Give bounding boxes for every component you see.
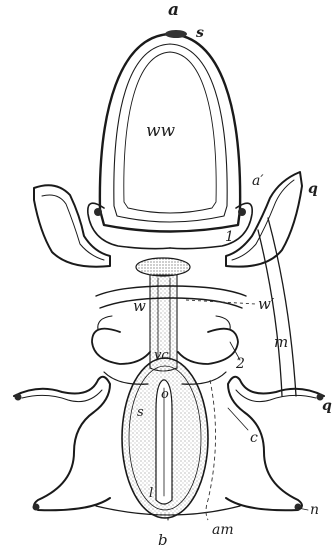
label-a-prime: a′ xyxy=(252,173,264,189)
label-s-inner: s xyxy=(137,405,144,420)
label-w: w xyxy=(133,297,146,315)
label-c: c xyxy=(250,430,258,446)
label-vc: vc xyxy=(154,348,169,363)
lower-stippled-body xyxy=(122,358,216,520)
label-a: a xyxy=(168,0,179,20)
label-w-prime: w′ xyxy=(258,295,275,313)
label-ww: ww xyxy=(146,121,176,141)
label-q-mid: q xyxy=(322,398,332,414)
label-n: n xyxy=(310,502,319,518)
label-2: 2 xyxy=(235,356,245,372)
apex-cap xyxy=(165,30,187,38)
label-1: 1 xyxy=(225,229,234,245)
label-o: o xyxy=(161,387,169,402)
label-s: s xyxy=(196,25,204,41)
label-am: am xyxy=(212,522,234,538)
label-l: l xyxy=(149,486,153,501)
label-q-top: q xyxy=(308,181,318,197)
label-m: m xyxy=(274,333,288,351)
label-b: b xyxy=(158,531,168,549)
